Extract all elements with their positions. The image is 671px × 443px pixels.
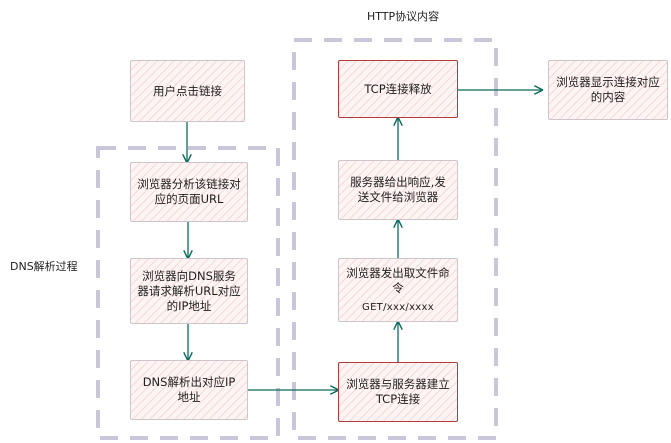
- node-tcp-release: TCP连接释放: [338, 60, 458, 118]
- dns-group-label: DNS解析过程: [10, 260, 78, 273]
- node-dns-resolved: DNS解析出对应IP地址: [130, 360, 248, 420]
- node-tcp-connect: 浏览器与服务器建立TCP连接: [338, 362, 458, 422]
- node-analyze-url-text: 浏览器分析该链接对应的页面URL: [137, 177, 241, 206]
- node-dns-resolved-text: DNS解析出对应IP地址: [142, 375, 236, 404]
- node-tcp-release-text: TCP连接释放: [364, 81, 432, 96]
- node-tcp-connect-text: 浏览器与服务器建立TCP连接: [346, 377, 450, 406]
- node-display-text: 浏览器显示连接对应的内容: [556, 75, 660, 104]
- node-analyze-url: 浏览器分析该链接对应的页面URL: [130, 162, 248, 222]
- node-server-response: 服务器给出响应,发送文件给浏览器: [338, 160, 458, 220]
- node-request-file-text: 浏览器发出取文件命令: [346, 265, 450, 295]
- http-group-label: HTTP协议内容: [367, 10, 440, 23]
- node-request-file: 浏览器发出取文件命令 GET/xxx/xxxx: [338, 258, 458, 322]
- node-request-file-command: GET/xxx/xxxx: [362, 301, 434, 313]
- node-request-dns: 浏览器向DNS服务器请求解析URL对应的IP地址: [130, 258, 248, 324]
- node-request-dns-text: 浏览器向DNS服务器请求解析URL对应的IP地址: [137, 268, 241, 313]
- node-user-click-text: 用户点击链接: [153, 83, 222, 98]
- node-user-click: 用户点击链接: [130, 60, 245, 122]
- http-group-box: [292, 38, 498, 440]
- node-display: 浏览器显示连接对应的内容: [548, 60, 668, 120]
- node-server-response-text: 服务器给出响应,发送文件给浏览器: [350, 175, 446, 204]
- dns-group-box: [96, 146, 280, 440]
